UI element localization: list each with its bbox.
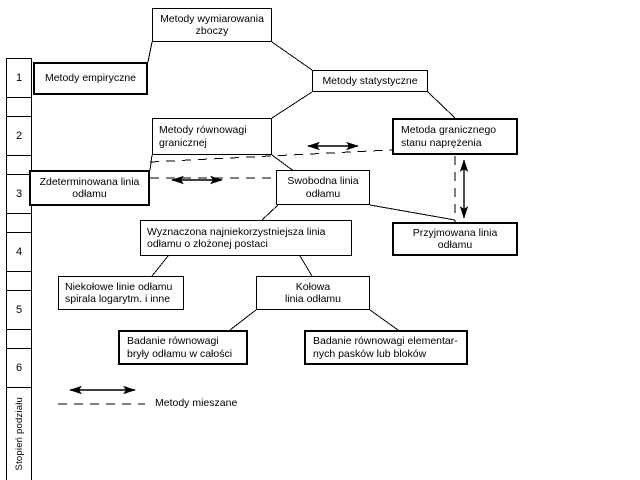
node-line: Swobodna linia [287, 175, 359, 188]
node-przyjmowana-linia-odlamu[interactable]: Przyjmowana linia odłamu [392, 222, 518, 256]
node-kolowa-linia-odlamu[interactable]: Kołowa linia odłamu [256, 276, 370, 310]
node-niekolowe-linie-odlamu[interactable]: Niekołowe linie odłamu spirala logarytm.… [58, 276, 184, 310]
node-metody-rownowagi-granicznej[interactable]: Metody równowagi granicznej [152, 118, 272, 155]
node-line: nych pasków lub bloków [313, 347, 427, 360]
node-line: Badanie równowagi [127, 335, 219, 348]
scale-gap-4 [7, 272, 31, 291]
node-metody-statystyczne[interactable]: Metody statystyczne [312, 70, 428, 92]
node-line: Kołowa [295, 280, 331, 293]
node-line: Zdeterminowana linia [39, 175, 140, 188]
node-line: Niekołowe linie odłamu [65, 280, 173, 293]
node-line: zboczy [195, 25, 229, 37]
scale-gap-5 [7, 330, 31, 349]
node-line: bryły odłamu w całości [127, 347, 233, 360]
node-badanie-rownowagi-bryly[interactable]: Badanie równowagi bryły odłamu w całości [118, 330, 248, 365]
node-zdeterminowana-linia-odlamu[interactable]: Zdeterminowana linia odłamu [29, 170, 150, 206]
node-swobodna-linia-odlamu[interactable]: Swobodna linia odłamu [276, 170, 370, 205]
node-line: Wyznaczona najniekorzystniejsza linia [147, 225, 326, 238]
node-line: Metody empiryczne [44, 72, 137, 85]
node-line: stanu naprężenia [401, 136, 482, 149]
node-line: odłamu [437, 239, 473, 251]
node-metody-wymiarowania-zboczy[interactable]: Metody wymiarowania zboczy [152, 8, 272, 42]
node-line: Metoda granicznego [401, 124, 497, 137]
node-line: Metody wymiarowania [160, 12, 264, 25]
scale-axis-label: Stopień podziału [13, 397, 25, 471]
node-line: odłamu [305, 187, 341, 200]
level-scale: 1 2 3 4 5 6 Stopień podziału [6, 58, 32, 480]
node-badanie-rownowagi-paskow[interactable]: Badanie równowagi elementar- nych pasków… [304, 330, 468, 365]
legend-mixed-methods-label: Metody mieszane [155, 397, 238, 409]
scale-gap-3 [7, 214, 31, 233]
node-line: Przyjmowana linia [412, 226, 498, 239]
scale-level-5: 5 [7, 291, 31, 330]
node-line: linia odłamu [284, 293, 342, 305]
scale-level-2: 2 [7, 117, 31, 156]
scale-level-3: 3 [7, 175, 31, 214]
node-line: Badanie równowagi elementar- [313, 335, 458, 348]
node-metody-empiryczne[interactable]: Metody empiryczne [33, 62, 148, 95]
scale-axis-label-cell: Stopień podziału [7, 388, 31, 480]
scale-level-6: 6 [7, 349, 31, 388]
legend-glyphs [58, 385, 145, 405]
scale-level-1: 1 [7, 59, 31, 98]
scale-level-4: 4 [7, 233, 31, 272]
node-line: granicznej [159, 136, 207, 149]
node-wyznaczona-najniekorzystniejsza-linia[interactable]: Wyznaczona najniekorzystniejsza linia od… [140, 220, 352, 256]
scale-gap-1 [7, 98, 31, 117]
scale-gap-2 [7, 156, 31, 175]
node-metoda-granicznego-stanu-naprezenia[interactable]: Metoda granicznego stanu naprężenia [392, 118, 518, 155]
node-line: Metody równowagi [159, 124, 247, 137]
node-line: odłamu [72, 188, 107, 200]
node-line: Metody statystyczne [322, 74, 418, 87]
node-line: odłamu o złożonej postaci [147, 238, 268, 250]
node-line: spirala logarytm. i inne [65, 293, 171, 305]
